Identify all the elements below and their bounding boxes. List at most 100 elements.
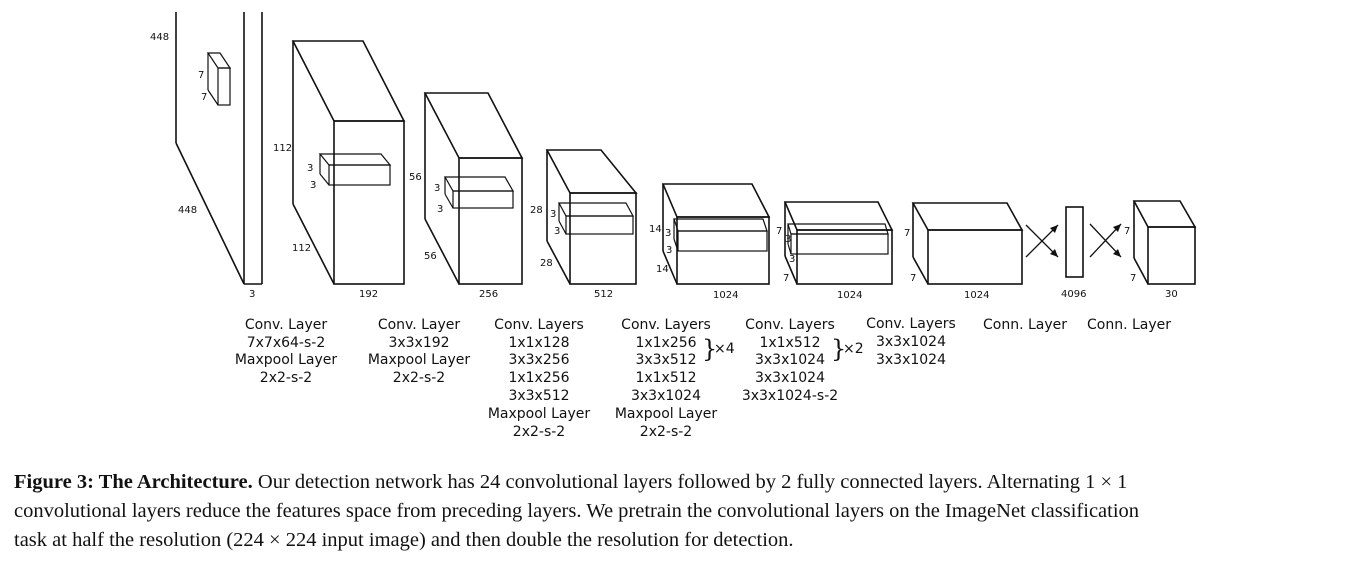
block-5-kernel <box>787 223 889 255</box>
caption-lead: Figure 3: The Architecture. <box>14 471 253 493</box>
fc-size-label: 4096 <box>1061 289 1086 300</box>
block-2-kernel-h-label: 3 <box>434 183 440 194</box>
input-channels-label: 3 <box>249 289 255 300</box>
block-5-repeat-brace: } ×2 <box>831 335 864 363</box>
block-5-h-label: 7 <box>776 226 782 237</box>
block-2-layer-2: 3x3x192 <box>388 335 449 351</box>
block-3-kernel-w-label: 3 <box>554 226 560 237</box>
block-1-layer-1: Conv. Layer <box>245 317 328 333</box>
block-1-kernel-h-label: 3 <box>307 163 313 174</box>
block-4-w-label: 14 <box>656 264 669 275</box>
block-2-layer-4: 2x2-s-2 <box>393 370 445 386</box>
block-4-layer-7: 2x2-s-2 <box>640 424 692 440</box>
block-4-depth-label: 1024 <box>713 290 738 301</box>
block-1-depth-label: 192 <box>359 289 378 300</box>
block-1-w-label: 112 <box>292 243 311 254</box>
block-5-repeat-label: ×2 <box>843 341 864 357</box>
block-4-layer-2: 1x1x256 <box>635 335 696 351</box>
block-3-depth-label: 512 <box>594 289 613 300</box>
block-1-h-label: 112 <box>273 143 292 154</box>
output-depth-label: 30 <box>1165 289 1178 300</box>
block-3-layer-3: 3x3x256 <box>508 352 569 368</box>
block-3-layer-7: 2x2-s-2 <box>513 424 565 440</box>
block-4-kernel-w-label: 3 <box>666 245 672 256</box>
block-2-w-label: 56 <box>424 251 437 262</box>
caption-line-1-text: Our detection network has 24 convolution… <box>252 471 1128 493</box>
yolo-architecture-diagram: 448 448 3 7 7 112 112 192 3 3 56 56 256 … <box>150 12 1197 440</box>
block-5-layer-1: Conv. Layers <box>745 317 835 333</box>
block-3-layer-1: Conv. Layers <box>494 317 584 333</box>
block-3-kernel <box>557 202 635 235</box>
block-4-kernel-h-label: 3 <box>665 228 671 239</box>
block-4-layer-6: Maxpool Layer <box>615 406 718 422</box>
block-6-h-label: 7 <box>904 228 910 239</box>
block-5-layer-2: 1x1x512 <box>759 335 820 351</box>
figure-caption: Figure 3: The Architecture. Our detectio… <box>14 468 1334 555</box>
block-5-kernel-h-label: 3 <box>785 234 791 245</box>
input-image-slab <box>175 12 263 285</box>
block-1-layer-3: Maxpool Layer <box>235 352 338 368</box>
caption-line-3: task at half the resolution (224 × 224 i… <box>14 529 794 551</box>
block-1-layer-2: 7x7x64-s-2 <box>247 335 326 351</box>
input-kernel-h-label: 7 <box>198 70 204 81</box>
arrowhead-icon <box>1050 249 1058 257</box>
block-2-kernel <box>443 176 515 209</box>
output-w-label: 7 <box>1130 273 1136 284</box>
svg-text:}: } <box>831 335 846 363</box>
block-3-layer-5: 3x3x512 <box>508 388 569 404</box>
block-2-depth-label: 256 <box>479 289 498 300</box>
block-3-h-label: 28 <box>530 205 543 216</box>
block-3-w-label: 28 <box>540 258 553 269</box>
block-4-h-label: 14 <box>649 224 662 235</box>
block-1-volume <box>291 40 406 285</box>
block-4-kernel <box>673 218 768 252</box>
block-3-kernel-h-label: 3 <box>550 209 556 220</box>
fc-layer-label: Conn. Layer <box>983 317 1067 333</box>
block-3-layer-4: 1x1x256 <box>508 370 569 386</box>
block-2-layer-3: Maxpool Layer <box>368 352 471 368</box>
block-1-kernel <box>318 153 392 186</box>
block-3-volume <box>545 149 638 285</box>
block-5-volume <box>783 201 894 285</box>
block-5-depth-label: 1024 <box>837 290 862 301</box>
input-kernel-w-label: 7 <box>201 92 207 103</box>
block-5-layer-3: 3x3x1024 <box>755 352 825 368</box>
output-layer-label: Conn. Layer <box>1087 317 1171 333</box>
block-6-depth-label: 1024 <box>964 290 989 301</box>
block-5-w-label: 7 <box>783 273 789 284</box>
fc-layer-bar <box>1065 206 1084 278</box>
input-width-label: 448 <box>178 205 197 216</box>
block-3-layer-2: 1x1x128 <box>508 335 569 351</box>
block-4-layer-3: 3x3x512 <box>635 352 696 368</box>
block-5-layer-5: 3x3x1024-s-2 <box>742 388 838 404</box>
block-4-layer-1: Conv. Layers <box>621 317 711 333</box>
input-height-label: 448 <box>150 32 169 43</box>
block-6-layer-1: Conv. Layers <box>866 316 956 332</box>
block-1-layer-4: 2x2-s-2 <box>260 370 312 386</box>
block-4-repeat-brace: } ×4 <box>702 335 735 363</box>
block-4-repeat-label: ×4 <box>714 341 735 357</box>
block-3-layer-6: Maxpool Layer <box>488 406 591 422</box>
block-6-volume <box>911 202 1024 285</box>
caption-line-2: convolutional layers reduce the features… <box>14 500 1140 522</box>
block-4-layer-4: 1x1x512 <box>635 370 696 386</box>
arrowhead-icon <box>1113 249 1121 257</box>
caption-line-1: Figure 3: The Architecture. Our detectio… <box>14 468 1334 497</box>
svg-text:}: } <box>702 335 717 363</box>
output-h-label: 7 <box>1124 226 1130 237</box>
arrowhead-icon <box>1113 224 1121 232</box>
block-6-w-label: 7 <box>910 273 916 284</box>
block-5-kernel-w-label: 3 <box>789 254 795 265</box>
output-volume <box>1132 200 1197 285</box>
block-5-layer-4: 3x3x1024 <box>755 370 825 386</box>
block-2-kernel-w-label: 3 <box>437 204 443 215</box>
block-6-layer-2: 3x3x1024 <box>876 334 946 350</box>
block-4-layer-5: 3x3x1024 <box>631 388 701 404</box>
block-2-layer-1: Conv. Layer <box>378 317 461 333</box>
block-2-h-label: 56 <box>409 172 422 183</box>
block-2-volume <box>423 92 524 285</box>
arrowhead-icon <box>1050 225 1058 233</box>
block-1-kernel-w-label: 3 <box>310 180 316 191</box>
block-6-layer-3: 3x3x1024 <box>876 352 946 368</box>
input-kernel-box <box>206 52 232 106</box>
